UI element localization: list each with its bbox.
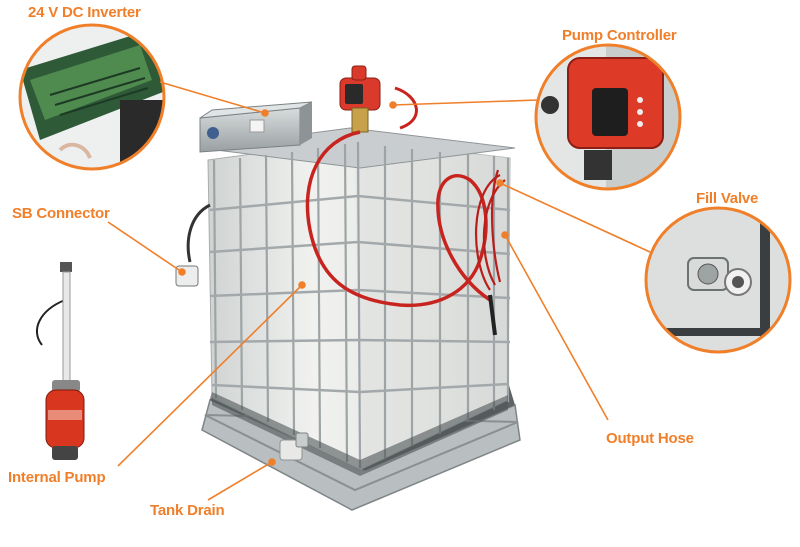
label-sb-connector: SB Connector xyxy=(12,205,110,222)
leader-tank-drain xyxy=(207,461,273,501)
ibc-tank xyxy=(175,65,521,511)
pump-controller-callout xyxy=(534,43,682,191)
leader-internal-pump xyxy=(117,284,303,467)
leader-output-hose xyxy=(504,234,609,421)
leader-lines xyxy=(107,81,651,501)
leader-sb-connector xyxy=(107,221,183,273)
leader-inverter xyxy=(159,81,266,114)
label-inverter: 24 V DC Inverter xyxy=(28,4,141,21)
label-internal-pump: Internal Pump xyxy=(8,469,106,486)
leader-dot-sb-connector xyxy=(178,268,186,276)
label-output-hose: Output Hose xyxy=(606,430,694,447)
leader-dot-pump-controller xyxy=(389,101,397,109)
leader-pump-controller xyxy=(392,99,539,106)
leader-dot-inverter xyxy=(261,109,269,117)
label-pump-controller: Pump Controller xyxy=(562,27,677,44)
label-tank-drain: Tank Drain xyxy=(150,502,225,519)
leader-dot-output-hose xyxy=(501,231,509,239)
leader-dot-fill-valve xyxy=(496,179,504,187)
label-fill-valve: Fill Valve xyxy=(696,190,759,207)
leader-dot-tank-drain xyxy=(268,458,276,466)
leader-dot-internal-pump xyxy=(298,281,306,289)
fill-valve-callout xyxy=(644,206,792,354)
leader-fill-valve xyxy=(499,182,651,253)
internal-pump-image xyxy=(36,262,85,460)
inverter-callout xyxy=(18,23,166,171)
